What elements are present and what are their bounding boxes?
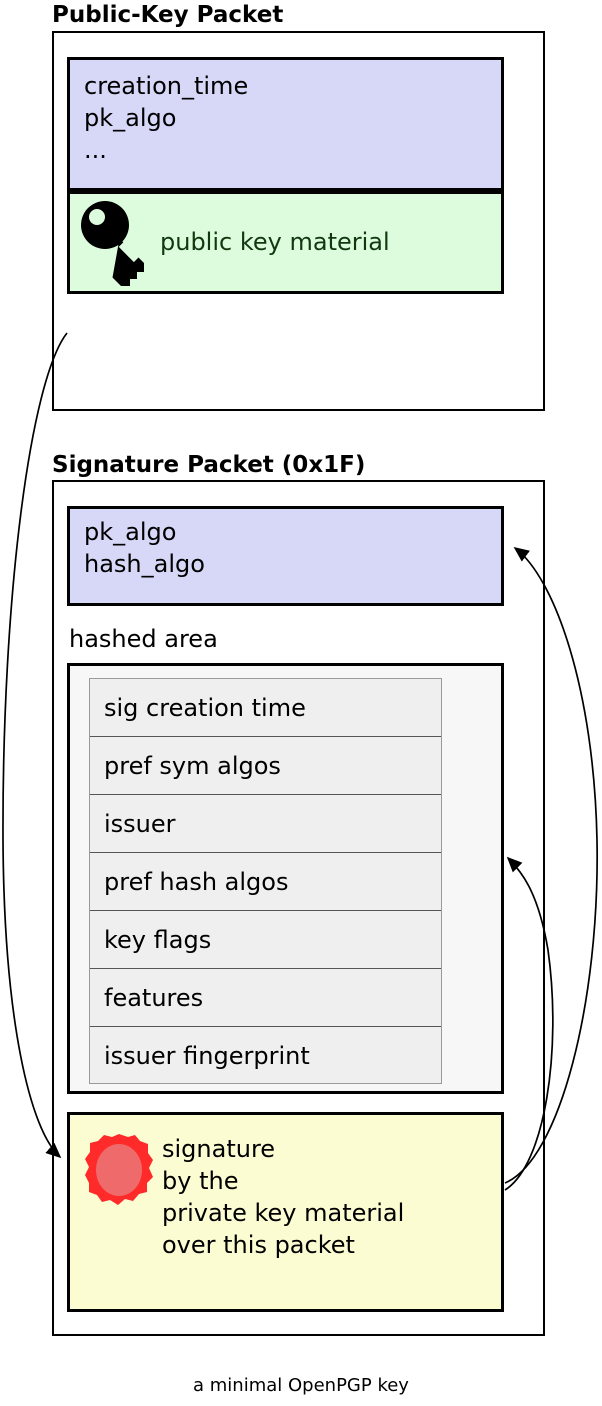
public-key-material-box: public key material: [67, 191, 504, 294]
public-key-header-fields-text: creation_time pk_algo ...: [84, 72, 249, 164]
subpacket-label: issuer fingerprint: [104, 1042, 310, 1070]
key-icon: [78, 198, 158, 290]
subpacket-row: issuer: [90, 795, 441, 853]
hashed-area-box: sig creation time pref sym algos issuer pre…: [67, 663, 504, 1094]
hashed-area-label: hashed area: [69, 625, 218, 653]
subpacket-label: issuer: [104, 809, 176, 838]
subpacket-row: pref hash algos: [90, 853, 441, 911]
signature-block: signature by the private key material ov…: [67, 1112, 504, 1312]
public-key-material-label: public key material: [160, 228, 390, 256]
subpacket-label: sig creation time: [104, 693, 306, 722]
subpacket-row: pref sym algos: [90, 737, 441, 795]
subpacket-row: key flags: [90, 911, 441, 969]
subpacket-label: pref sym algos: [104, 751, 281, 780]
seal-icon: [83, 1132, 155, 1208]
subpacket-label: features: [104, 983, 204, 1012]
subpacket-table: sig creation time pref sym algos issuer pre…: [89, 678, 442, 1084]
subpacket-row: features: [90, 969, 441, 1027]
signature-header-fields-box: pk_algo hash_algo: [67, 506, 504, 606]
subpacket-label: pref hash algos: [104, 867, 289, 896]
diagram-caption: a minimal OpenPGP key: [193, 1375, 409, 1396]
subpacket-label: key flags: [104, 925, 212, 954]
subpacket-row: issuer fingerprint: [90, 1027, 441, 1085]
signature-header-fields-text: pk_algo hash_algo: [84, 518, 205, 578]
public-key-packet-title: Public-Key Packet: [52, 2, 284, 28]
signature-block-text: signature by the private key material ov…: [162, 1135, 405, 1259]
subpacket-row: sig creation time: [90, 679, 441, 737]
public-key-header-fields-box: creation_time pk_algo ...: [67, 57, 504, 191]
signature-packet-title: Signature Packet (0x1F): [52, 452, 366, 478]
